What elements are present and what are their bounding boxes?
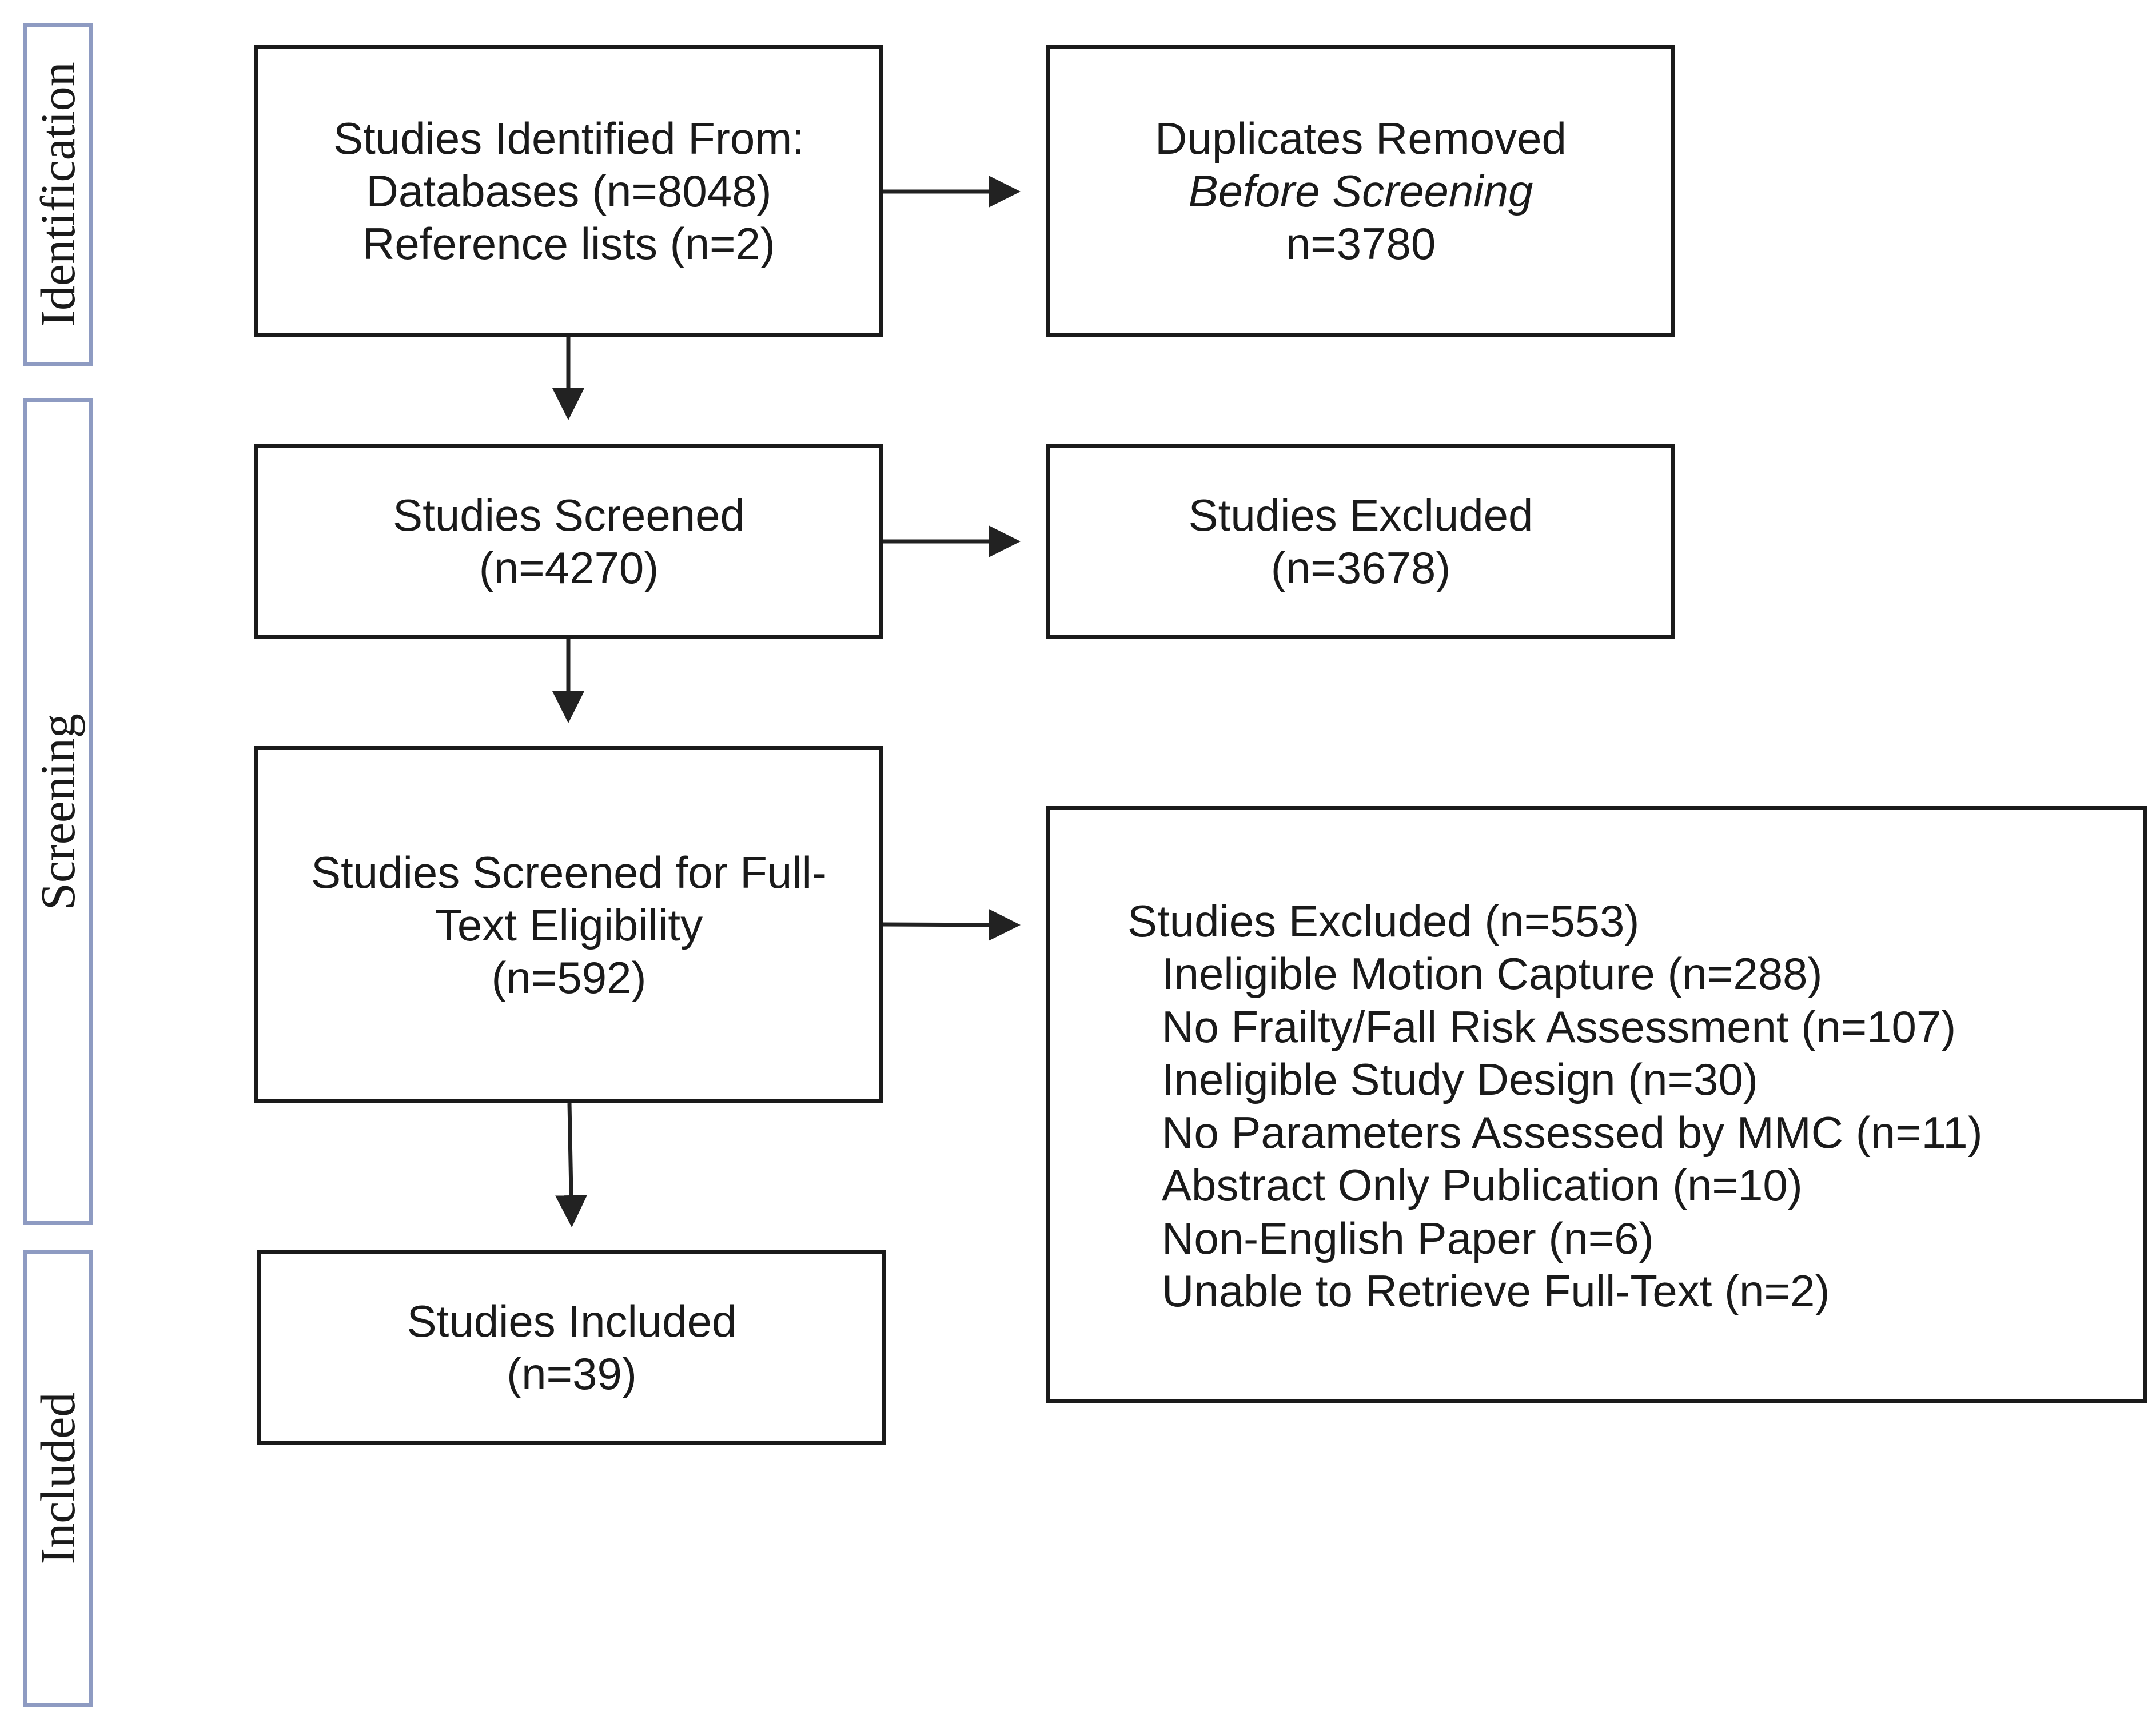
exclusion-reasons-list: Ineligible Motion Capture (n=288) No Fra… xyxy=(1162,947,1983,1318)
fulltext-line2: Text Eligibility xyxy=(435,899,703,950)
screened-box: Studies Screened (n=4270) xyxy=(254,444,883,639)
exclusion-reason: Non-English Paper (n=6) xyxy=(1162,1213,1654,1263)
included-line1: Studies Included xyxy=(407,1296,737,1346)
included-line2: (n=39) xyxy=(507,1349,637,1399)
excluded-fulltext-title: Studies Excluded (n=553) xyxy=(1127,896,1640,946)
identified-line3: Reference lists (n=2) xyxy=(362,218,775,269)
exclusion-reason: No Frailty/Fall Risk Assessment (n=107) xyxy=(1162,1001,1956,1052)
exclusion-reason: No Parameters Assessed by MMC (n=11) xyxy=(1162,1107,1983,1158)
excluded-screening-line1: Studies Excluded xyxy=(1188,490,1533,540)
duplicates-line3: n=3780 xyxy=(1285,218,1436,269)
arrow-fulltext-to-excluded xyxy=(883,908,1021,941)
fulltext-line1: Studies Screened for Full- xyxy=(311,847,827,898)
identified-line1: Studies Identified From: xyxy=(333,113,804,163)
excluded-screening-box: Studies Excluded (n=3678) xyxy=(1046,444,1675,639)
duplicates-box: Duplicates Removed Before Screening n=37… xyxy=(1046,45,1675,337)
arrow-fulltext-to-included xyxy=(555,1103,588,1227)
phase-included: Included xyxy=(23,1250,93,1707)
identified-line2: Databases (n=8048) xyxy=(366,166,772,216)
duplicates-line2: Before Screening xyxy=(1188,166,1533,216)
phase-identification: Identification xyxy=(23,23,93,366)
fulltext-box: Studies Screened for Full- Text Eligibil… xyxy=(254,746,883,1103)
fulltext-line3: (n=592) xyxy=(491,952,647,1003)
exclusion-reason: Ineligible Motion Capture (n=288) xyxy=(1162,948,1823,999)
exclusion-reason: Ineligible Study Design (n=30) xyxy=(1162,1054,1758,1104)
included-box: Studies Included (n=39) xyxy=(257,1250,886,1445)
excluded-screening-line2: (n=3678) xyxy=(1270,543,1451,593)
excluded-fulltext-box: Studies Excluded (n=553) Ineligible Moti… xyxy=(1046,806,2147,1403)
screened-line2: (n=4270) xyxy=(479,543,659,593)
identified-box: Studies Identified From: Databases (n=80… xyxy=(254,45,883,337)
exclusion-reason: Unable to Retrieve Full-Text (n=2) xyxy=(1162,1266,1830,1316)
screened-line1: Studies Screened xyxy=(393,490,745,540)
exclusion-reason: Abstract Only Publication (n=10) xyxy=(1162,1160,1803,1210)
phase-screening: Screening xyxy=(23,398,93,1225)
duplicates-line1: Duplicates Removed xyxy=(1155,113,1567,163)
